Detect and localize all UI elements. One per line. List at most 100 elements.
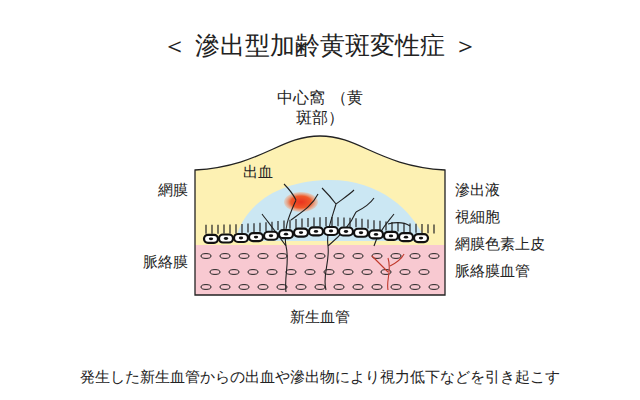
epithelial-cell <box>369 230 383 238</box>
diagram-title: ＜ 滲出型加齢黄斑変性症 ＞ <box>162 30 478 61</box>
photoreceptor <box>361 219 362 228</box>
photoreceptor <box>433 225 434 234</box>
photoreceptor <box>235 224 236 233</box>
choroid-vessel <box>305 270 315 275</box>
photoreceptor <box>247 224 248 233</box>
epithelial-cell <box>354 229 368 237</box>
photoreceptor <box>241 224 242 233</box>
photoreceptor <box>397 223 398 232</box>
epithelial-cell <box>339 228 353 236</box>
choroid-vessel <box>362 270 372 275</box>
choroid-vessel <box>410 254 420 259</box>
photoreceptor <box>229 224 230 233</box>
choroid-vessel <box>267 270 277 275</box>
choroid-vessel <box>220 285 230 290</box>
photoreceptor <box>205 225 206 234</box>
choroid-vessel <box>296 254 306 259</box>
exudate-label: 滲出液 <box>455 181 500 200</box>
choroid-vessel <box>296 285 306 290</box>
choroid-vessel <box>210 270 220 275</box>
cell-nucleus <box>359 231 363 234</box>
choroid-vessel <box>391 285 401 290</box>
epithelium-label: 網膜色素上皮 <box>455 235 545 254</box>
choroid-vessel <box>277 254 287 259</box>
choroid-vessel <box>286 270 296 275</box>
choroid-vessel <box>334 254 344 259</box>
photoreceptor <box>409 223 410 232</box>
photoreceptor <box>307 218 308 227</box>
choroid-vessel <box>429 285 439 290</box>
choroid-vessel <box>391 254 401 259</box>
photoreceptor <box>265 222 266 231</box>
photoreceptor <box>325 217 326 226</box>
epithelial-cell <box>414 234 428 242</box>
choroid-vessel <box>334 285 344 290</box>
photoreceptor <box>427 224 428 233</box>
cell-nucleus <box>254 236 258 239</box>
pigment-epithelium <box>204 227 428 243</box>
epithelial-cell <box>219 235 233 243</box>
epithelial-cell <box>384 232 398 240</box>
choroid-label: 脈絡膜 <box>143 253 188 272</box>
photoreceptor <box>415 224 416 233</box>
photoreceptor <box>379 221 380 230</box>
photoreceptor <box>343 217 344 226</box>
cell-nucleus <box>329 230 333 233</box>
new-vessel-label: 新生血管 <box>290 308 350 327</box>
choroid-band <box>195 245 445 295</box>
cell-nucleus <box>389 235 393 238</box>
photoreceptor <box>313 218 314 227</box>
choroid-vessel <box>239 254 249 259</box>
photoreceptor <box>337 217 338 226</box>
photoreceptor <box>277 221 278 230</box>
new-vessels <box>262 184 410 292</box>
choroid-vessel <box>429 254 439 259</box>
choroid-vessel <box>353 285 363 290</box>
choroid-vessel <box>248 270 258 275</box>
choroid-vessel <box>353 254 363 259</box>
choroid-vessel <box>229 270 239 275</box>
choroid-vessel <box>220 254 230 259</box>
choroid-vessel <box>201 254 211 259</box>
choroid-vessels <box>201 254 439 290</box>
cell-nucleus <box>374 233 378 236</box>
epithelial-cell <box>324 227 338 235</box>
choroid-vessel <box>419 270 429 275</box>
diagram-caption: 発生した新生血管からの出血や滲出物により視力低下などを引き起こす <box>80 368 560 387</box>
choroid-vessel <box>258 254 268 259</box>
photoreceptor <box>403 223 404 232</box>
cell-nucleus <box>284 233 288 236</box>
photoreceptor <box>373 220 374 229</box>
photoreceptor <box>295 219 296 228</box>
choroid-vessel <box>372 285 382 290</box>
cell-nucleus <box>299 231 303 234</box>
photoreceptor <box>259 223 260 232</box>
photoreceptor <box>223 225 224 234</box>
photoreceptor <box>253 223 254 232</box>
cell-nucleus <box>344 230 348 233</box>
photoreceptor <box>289 220 290 229</box>
cell-nucleus <box>419 237 423 240</box>
choroid-vessel <box>343 270 353 275</box>
photoreceptor <box>421 224 422 233</box>
photoreceptor <box>211 225 212 234</box>
choroid-vessel <box>315 254 325 259</box>
choroid-vessel <box>239 285 249 290</box>
fovea-label: 中心窩 （黄斑部） <box>277 88 363 128</box>
photoreceptor-label: 視細胞 <box>455 208 500 227</box>
cell-nucleus <box>269 234 273 237</box>
cell-nucleus <box>224 237 228 240</box>
hemorrhage-label: 出血 <box>243 163 273 182</box>
section-outline <box>195 136 445 295</box>
epithelial-cell <box>234 234 248 242</box>
retina-label: 網膜 <box>158 181 188 200</box>
photoreceptor <box>217 225 218 234</box>
photoreceptor <box>319 217 320 226</box>
choroid-small-vessel <box>372 254 404 290</box>
choroid-vessel <box>201 285 211 290</box>
epithelial-cell <box>399 233 413 241</box>
photoreceptor <box>355 218 356 227</box>
cell-nucleus <box>209 237 213 240</box>
choroid-vessel <box>400 270 410 275</box>
cell-nucleus <box>239 237 243 240</box>
